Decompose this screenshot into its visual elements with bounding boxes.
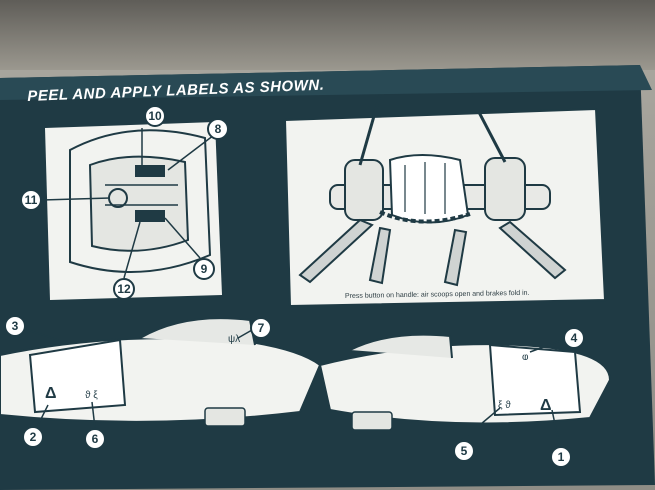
- svg-text:Δ: Δ: [540, 397, 552, 414]
- callout-6: 6: [84, 428, 106, 450]
- callout-5: 5: [453, 440, 475, 462]
- svg-text:ψλ: ψλ: [228, 334, 240, 345]
- callout-9: 9: [193, 258, 215, 280]
- callout-8: 8: [207, 118, 229, 140]
- callout-11: 11: [20, 189, 42, 211]
- table-surface: [0, 0, 655, 70]
- callout-4: 4: [563, 327, 585, 349]
- callout-10: 10: [144, 105, 166, 127]
- callout-2: 2: [22, 426, 44, 448]
- callout-7: 7: [250, 317, 272, 339]
- callout-1: 1: [550, 446, 572, 468]
- svg-text:ξ ϑ: ξ ϑ: [498, 400, 511, 411]
- svg-text:ⱷ: ⱷ: [522, 352, 529, 363]
- svg-text:Δ: Δ: [45, 385, 57, 402]
- callout-12: 12: [113, 278, 135, 300]
- callout-3: 3: [4, 315, 26, 337]
- svg-text:ϑ ξ: ϑ ξ: [85, 390, 98, 401]
